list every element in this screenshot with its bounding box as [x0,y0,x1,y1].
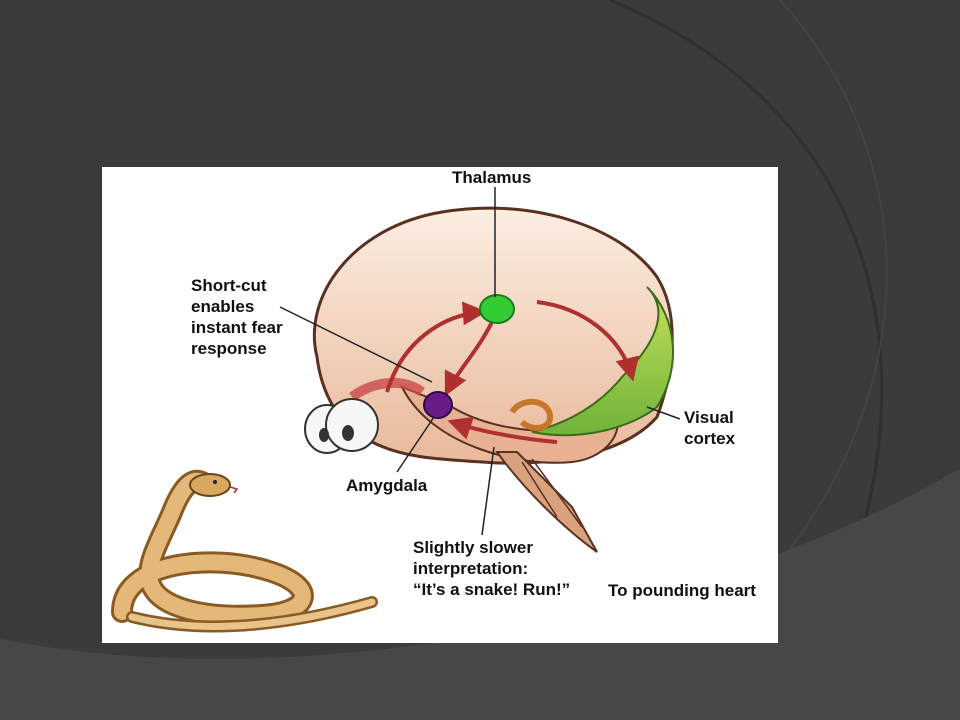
amygdala-dot [423,391,453,419]
label-shortcut: Short-cut enables instant fear response [191,276,283,358]
visual-cortex-region [531,286,674,437]
leader-visual-cortex [646,406,681,420]
brain-illustration [111,187,681,633]
snake-head [189,473,231,497]
label-amygdala: Amygdala [346,476,428,495]
eyes [304,398,379,454]
optic-nerve [349,377,425,402]
arrow-eye-to-thalamus [385,301,487,393]
label-pounding-heart: To pounding heart [608,581,756,600]
arrow-cortex-to-amygdala [447,416,558,444]
snake-illustration [111,469,378,633]
hippocampus [509,398,554,431]
arrow-thalamus-to-amygdala [444,321,494,397]
snake-tongue [229,486,239,494]
label-slower-interpretation: Slightly slower interpretation: “It’s a … [413,538,571,599]
brain-fear-pathway-figure: Thalamus Short-cut enables instant fear … [102,167,778,643]
leader-slower [481,446,495,536]
leader-shortcut [279,306,433,383]
thalamus-dot [479,294,515,324]
leader-amygdala [396,416,435,473]
label-visual-cortex: Visual cortex [684,408,736,448]
brain-stem [399,385,619,464]
label-thalamus: Thalamus [452,168,532,187]
arrow-thalamus-to-cortex [536,300,639,382]
